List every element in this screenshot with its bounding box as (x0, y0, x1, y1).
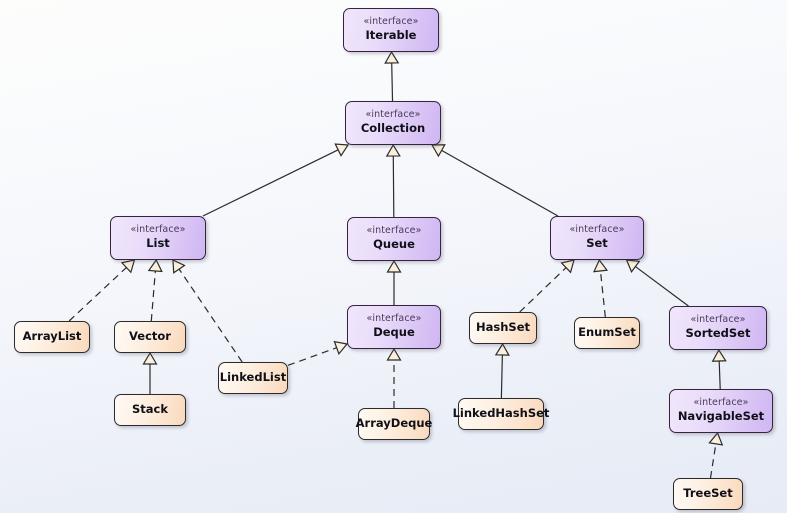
node-label-hashset: HashSet (476, 320, 530, 335)
stereotype-label: «interface» (366, 313, 422, 325)
node-label-set: Set (586, 236, 608, 251)
stereotype-label: «interface» (366, 225, 422, 237)
dashed-connector (599, 270, 606, 318)
solid-connector (718, 360, 721, 390)
edge-linkedlist-to-deque (287, 340, 349, 366)
node-treeset[interactable]: TreeSet (673, 478, 743, 510)
edge-collection-to-iterable (384, 50, 400, 102)
node-label-arraylist: ArrayList (22, 329, 82, 344)
hollow-triangle-arrowhead (708, 431, 724, 446)
node-navigableset[interactable]: «interface»NavigableSet (669, 389, 773, 433)
solid-connector (441, 149, 559, 217)
edge-linkedhashset-to-hashset (494, 342, 510, 399)
hollow-triangle-arrowhead (430, 144, 446, 158)
node-linkedlist[interactable]: LinkedList (218, 362, 288, 394)
edge-sortedset-to-set (625, 259, 689, 307)
node-label-vector: Vector (129, 329, 171, 344)
node-label-treeset: TreeSet (683, 486, 733, 501)
edge-list-to-collection (202, 143, 350, 217)
node-label-linkedlist: LinkedList (219, 370, 287, 385)
hollow-triangle-arrowhead (625, 259, 641, 273)
hollow-triangle-arrowhead (142, 351, 158, 365)
stereotype-label: «interface» (690, 314, 746, 326)
dashed-connector (709, 443, 717, 479)
hollow-triangle-arrowhead (560, 259, 575, 274)
edge-hashset-to-set (519, 259, 575, 313)
node-stack[interactable]: Stack (114, 394, 186, 426)
edge-vector-to-list (147, 258, 163, 322)
hollow-triangle-arrowhead (172, 259, 186, 274)
solid-connector (202, 149, 339, 217)
edge-set-to-collection (430, 144, 559, 217)
node-label-iterable: Iterable (365, 28, 417, 43)
node-arraylist[interactable]: ArrayList (14, 321, 90, 353)
edge-deque-to-queue (386, 259, 402, 305)
solid-connector (500, 354, 503, 399)
node-label-sortedset: SortedSet (685, 326, 751, 341)
stereotype-label: «interface» (693, 397, 749, 409)
solid-connector (392, 155, 395, 218)
hollow-triangle-arrowhead (494, 342, 510, 356)
hollow-triangle-arrowhead (333, 340, 349, 356)
edge-treeset-to-navigableset (708, 431, 724, 479)
hollow-triangle-arrowhead (386, 259, 402, 273)
node-label-deque: Deque (373, 325, 415, 340)
stereotype-label: «interface» (365, 109, 421, 121)
hollow-triangle-arrowhead (147, 258, 163, 273)
node-label-collection: Collection (360, 121, 426, 136)
edge-queue-to-collection (385, 143, 401, 218)
edge-navigableset-to-sortedset (711, 348, 727, 390)
edge-stack-to-vector (142, 351, 158, 394)
node-label-linkedhashset: LinkedHashSet (452, 406, 550, 421)
dashed-connector (150, 270, 156, 322)
edge-linkedlist-to-list (172, 259, 243, 363)
dashed-connector (68, 267, 127, 322)
stereotype-label: «interface» (130, 224, 186, 236)
node-label-navigableset: NavigableSet (677, 409, 765, 424)
node-collection[interactable]: «interface»Collection (345, 101, 441, 145)
stereotype-label: «interface» (569, 224, 625, 236)
node-linkedhashset[interactable]: LinkedHashSet (453, 398, 549, 430)
solid-connector (635, 266, 689, 307)
dashed-connector (519, 267, 567, 313)
edge-arraydeque-to-deque (386, 347, 402, 408)
node-label-arraydeque: ArrayDeque (355, 416, 433, 431)
dashed-connector (178, 268, 243, 363)
node-queue[interactable]: «interface»Queue (347, 217, 441, 261)
node-arraydeque[interactable]: ArrayDeque (355, 408, 433, 440)
node-label-enumset: EnumSet (578, 325, 636, 340)
dashed-connector (287, 347, 337, 366)
node-label-queue: Queue (373, 237, 415, 252)
node-hashset[interactable]: HashSet (469, 312, 537, 344)
node-sortedset[interactable]: «interface»SortedSet (669, 306, 767, 350)
solid-connector (391, 62, 394, 102)
node-deque[interactable]: «interface»Deque (347, 305, 441, 349)
node-set[interactable]: «interface»Set (550, 216, 644, 260)
hollow-triangle-arrowhead (593, 258, 609, 273)
hollow-triangle-arrowhead (711, 348, 727, 362)
hollow-triangle-arrowhead (386, 347, 402, 361)
hollow-triangle-arrowhead (385, 143, 401, 157)
hollow-triangle-arrowhead (384, 50, 400, 64)
hollow-triangle-arrowhead (120, 259, 136, 274)
node-vector[interactable]: Vector (114, 321, 186, 353)
node-label-stack: Stack (131, 402, 168, 417)
node-label-list: List (146, 236, 170, 251)
node-iterable[interactable]: «interface»Iterable (343, 8, 439, 52)
node-list[interactable]: «interface»List (110, 216, 206, 260)
stereotype-label: «interface» (363, 16, 419, 28)
node-enumset[interactable]: EnumSet (574, 317, 640, 349)
edge-arraylist-to-list (68, 259, 136, 322)
edge-enumset-to-set (593, 258, 609, 318)
hollow-triangle-arrowhead (334, 143, 350, 157)
